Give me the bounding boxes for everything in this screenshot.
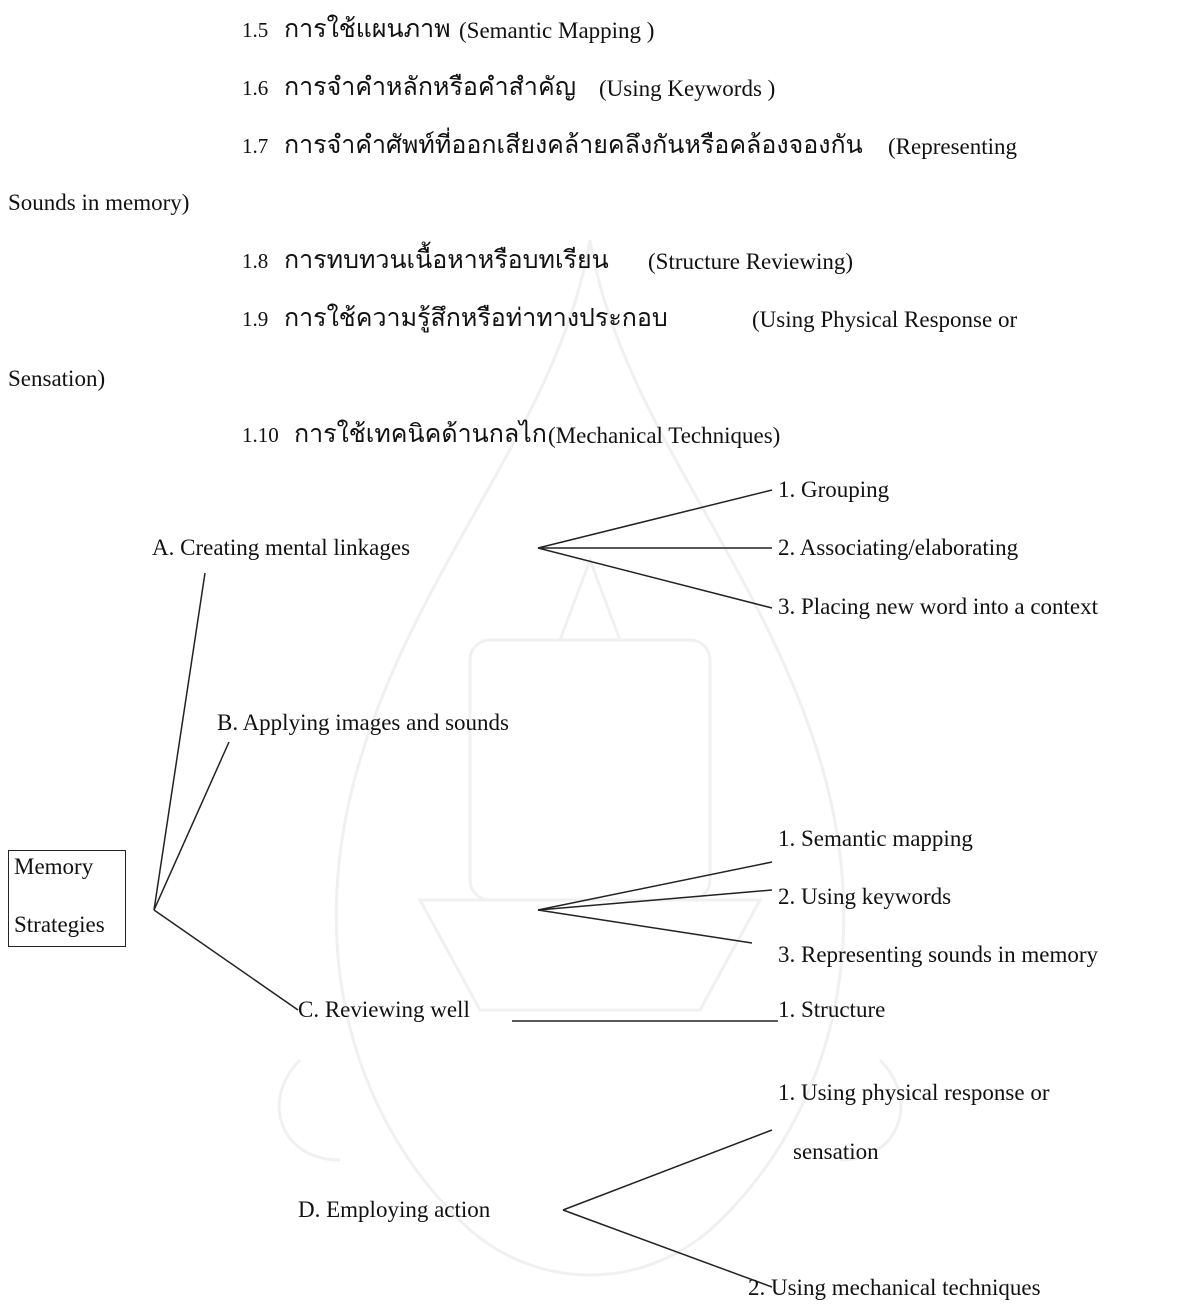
item-number: 1.5: [242, 18, 269, 42]
branch-b-item-1: 1. Semantic mapping: [778, 826, 973, 851]
connector-a-item-1: [537, 489, 773, 549]
branch-d-item-1: 1. Using physical response or: [778, 1080, 1050, 1105]
connector-b-item-3: [537, 909, 753, 944]
connector-b-item-2: [537, 889, 773, 911]
connector-root-to-c: [153, 909, 299, 1011]
branch-c-item-1: 1. Structure: [778, 997, 886, 1022]
english-text: (Using Physical Response or: [752, 307, 1018, 332]
branch-a-label: A. Creating mental linkages: [152, 535, 411, 560]
branch-d-item-1-continuation: sensation: [793, 1139, 879, 1164]
item-number: 1.6: [242, 76, 269, 100]
item-number: 1.9: [242, 307, 269, 331]
connector-d-item-2: [562, 1209, 773, 1288]
thai-text: การจำคำหลักหรือคำสำคัญ: [284, 72, 576, 101]
connector-a-item-3: [537, 547, 773, 609]
english-text: (Using Keywords ): [599, 76, 776, 101]
item-number: 1.8: [242, 249, 269, 273]
thai-text: การใช้แผนภาพ: [284, 14, 451, 43]
connector-root-to-a: [153, 572, 206, 911]
english-text: (Mechanical Techniques): [548, 423, 781, 448]
english-text: (Semantic Mapping ): [459, 18, 655, 43]
branch-b-label: B. Applying images and sounds: [217, 710, 509, 735]
root-node-label-line1: Memory: [14, 854, 94, 879]
branch-a-item-1: 1. Grouping: [778, 477, 890, 502]
thai-text: การจำคำศัพท์ที่ออกเสียงคล้ายคลึงกันหรือค…: [284, 130, 863, 159]
branch-c-label: C. Reviewing well: [298, 997, 470, 1022]
item-number: 1.7: [242, 134, 269, 158]
branch-a-item-2: 2. Associating/elaborating: [778, 535, 1019, 560]
branch-b-item-3: 3. Representing sounds in memory: [778, 942, 1099, 967]
thai-text: การใช้เทคนิคด้านกลไก: [294, 419, 547, 448]
thai-text: การใช้ความรู้สึกหรือท่าทางประกอบ: [284, 303, 668, 332]
connector-b-item-1: [537, 861, 773, 911]
branch-d-label: D. Employing action: [298, 1197, 491, 1222]
branch-d-item-2: 2. Using mechanical techniques: [748, 1275, 1041, 1300]
english-text: (Structure Reviewing): [648, 249, 854, 274]
continuation-text: Sensation): [8, 366, 106, 391]
continuation-text: Sounds in memory): [8, 190, 190, 215]
thai-text: การทบทวนเนื้อหาหรือบทเรียน: [284, 245, 609, 274]
item-number: 1.10: [242, 423, 279, 447]
root-node-label-line2: Strategies: [14, 912, 105, 937]
english-text: (Representing: [888, 134, 1018, 159]
branch-b-item-2: 2. Using keywords: [778, 884, 952, 909]
connector-d-item-1: [562, 1129, 773, 1211]
branch-a-item-3: 3. Placing new word into a context: [778, 594, 1099, 619]
root-node-box: [8, 850, 126, 947]
connector-root-to-b: [153, 741, 230, 911]
